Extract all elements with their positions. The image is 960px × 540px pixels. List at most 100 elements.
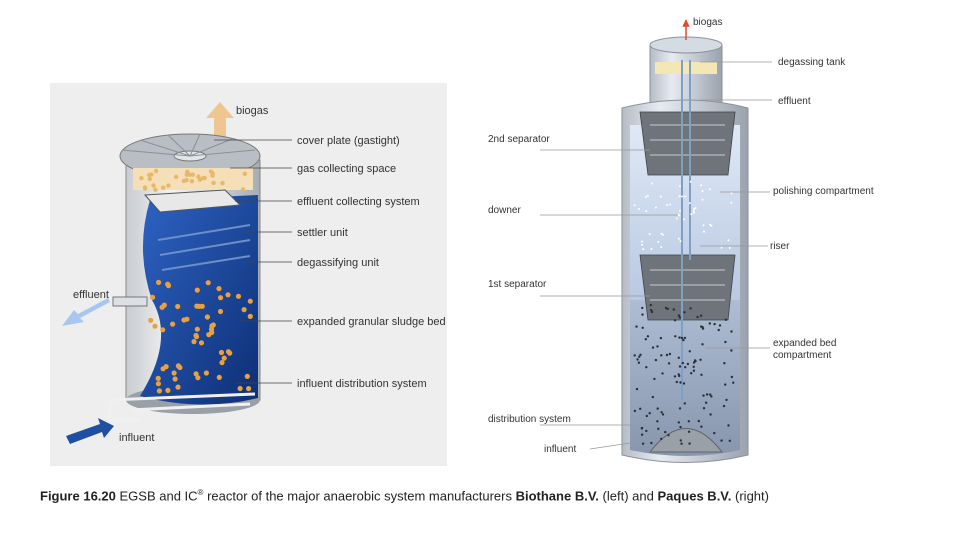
particle [661,413,665,416]
particle [713,431,716,435]
particle [194,287,200,293]
particle [636,358,639,361]
particle [641,243,644,246]
particle [235,293,242,299]
particle [219,360,225,366]
particle [678,407,682,410]
particle [696,315,699,319]
egsb-label-gas-collecting-space: gas collecting space [297,163,396,175]
particle [701,327,705,330]
particle [674,335,677,338]
particle [244,373,250,379]
particle [142,186,148,191]
egsb-label-effluent: effluent [73,289,109,301]
ic-polishing-particles [633,180,733,251]
particle [687,420,690,423]
particle [688,202,691,205]
particle [694,207,697,210]
particle [225,292,231,298]
particle [730,349,733,352]
particle [679,381,682,384]
particle [161,302,167,308]
particle [241,307,247,313]
particle [692,369,696,372]
particle [240,187,246,192]
particle [237,385,243,392]
ic-label-degassing-tank: degassing tank [778,57,846,68]
particle [683,336,687,340]
particle [709,413,712,416]
particle [720,439,723,442]
particle [702,394,705,397]
particle [660,246,663,248]
caption-company1: Biothane B.V. [515,488,599,504]
particle [724,318,727,321]
particle [713,322,716,326]
particle [668,203,671,206]
particle [637,361,641,364]
particle [650,310,654,314]
particle [724,340,727,344]
particle [175,363,181,369]
degassing-tank-liquid [655,62,717,74]
particle [700,425,703,428]
particle [640,427,644,430]
effluent-pipe [112,296,148,307]
particle [660,232,663,235]
particle [680,336,684,340]
particle [661,372,664,375]
particle [709,393,712,396]
ic-label-downer: downer [488,205,521,216]
particle [649,303,652,307]
particle [653,377,656,381]
particle [194,326,200,332]
ic-label-polishing-compartment: polishing compartment [773,186,874,197]
particle [642,248,645,251]
ic-label-effluent: effluent [778,96,811,107]
particle [700,184,703,187]
ic-label-distribution-system: distribution system [488,414,571,425]
caption-text-end: (right) [731,488,769,504]
particle [700,373,703,376]
particle [657,427,660,430]
particle [730,192,733,195]
particle [648,412,651,415]
particle [635,387,639,391]
particle [216,286,222,292]
particle [705,393,709,396]
particle [247,313,253,319]
caption-text-after: reactor of the major anaerobic system ma… [203,488,516,504]
particle [160,327,166,333]
particle [210,322,216,328]
particle [692,211,695,214]
particle [650,248,653,250]
particle [704,401,708,404]
particle [633,354,636,357]
particle [701,198,704,201]
ic-label-biogas: biogas [693,17,722,28]
particle [687,430,691,433]
ic-label-first-separator: 1st separator [488,279,547,290]
particle [644,338,647,341]
particle [225,349,232,355]
particle [191,339,197,345]
particle [218,295,224,301]
particle [151,183,156,188]
particle [727,424,730,427]
particle [723,362,726,365]
particle [657,240,660,243]
particle [730,201,733,204]
particle [646,335,650,338]
particle [688,350,691,353]
second-separator-fins [650,124,725,156]
second-separator [639,111,736,176]
particle [656,407,659,410]
particle [190,172,195,177]
egsb-label-effluent-collecting-system: effluent collecting system [297,196,420,208]
particle [683,195,686,198]
particle [155,381,161,387]
particle [662,233,664,236]
particle [689,307,692,310]
particle [722,404,726,408]
particle [677,314,681,317]
